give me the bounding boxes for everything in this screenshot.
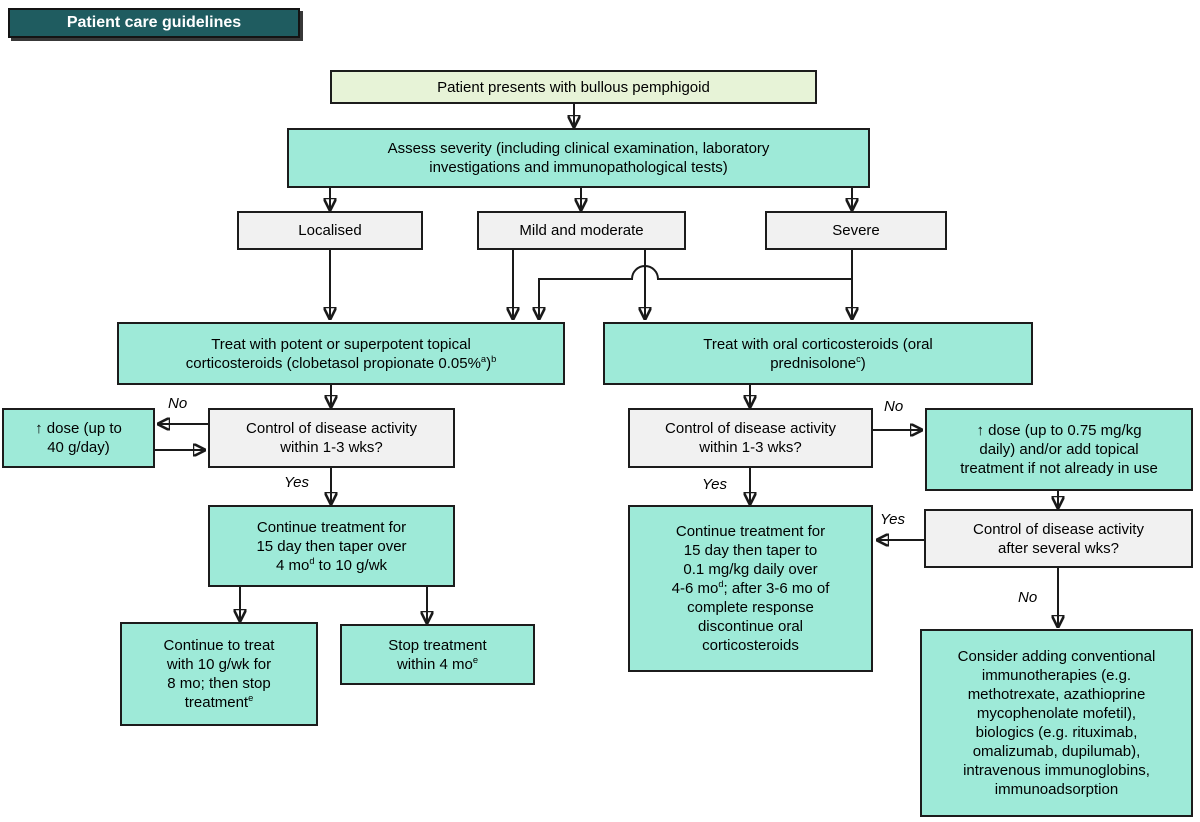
start-box: Patient presents with bullous pemphigoid xyxy=(330,70,817,104)
label-no-left: No xyxy=(168,395,188,412)
label-yes-left: Yes xyxy=(284,474,310,491)
localised-box: Localised xyxy=(237,211,423,250)
connector-severe-to-topical-bridge xyxy=(539,265,852,318)
assess-severity-box: Assess severity (including clinical exam… xyxy=(287,128,870,188)
page-title: Patient care guidelines xyxy=(8,8,300,38)
label-yes-several: Yes xyxy=(880,511,906,528)
mild-moderate-box: Mild and moderate xyxy=(477,211,686,250)
severe-box: Severe xyxy=(765,211,947,250)
label-no-right: No xyxy=(884,398,904,415)
label-no-several: No xyxy=(1018,589,1038,606)
label-yes-right: Yes xyxy=(702,476,728,493)
topical-steroid-box: Treat with potent or superpotent topical… xyxy=(117,322,565,385)
